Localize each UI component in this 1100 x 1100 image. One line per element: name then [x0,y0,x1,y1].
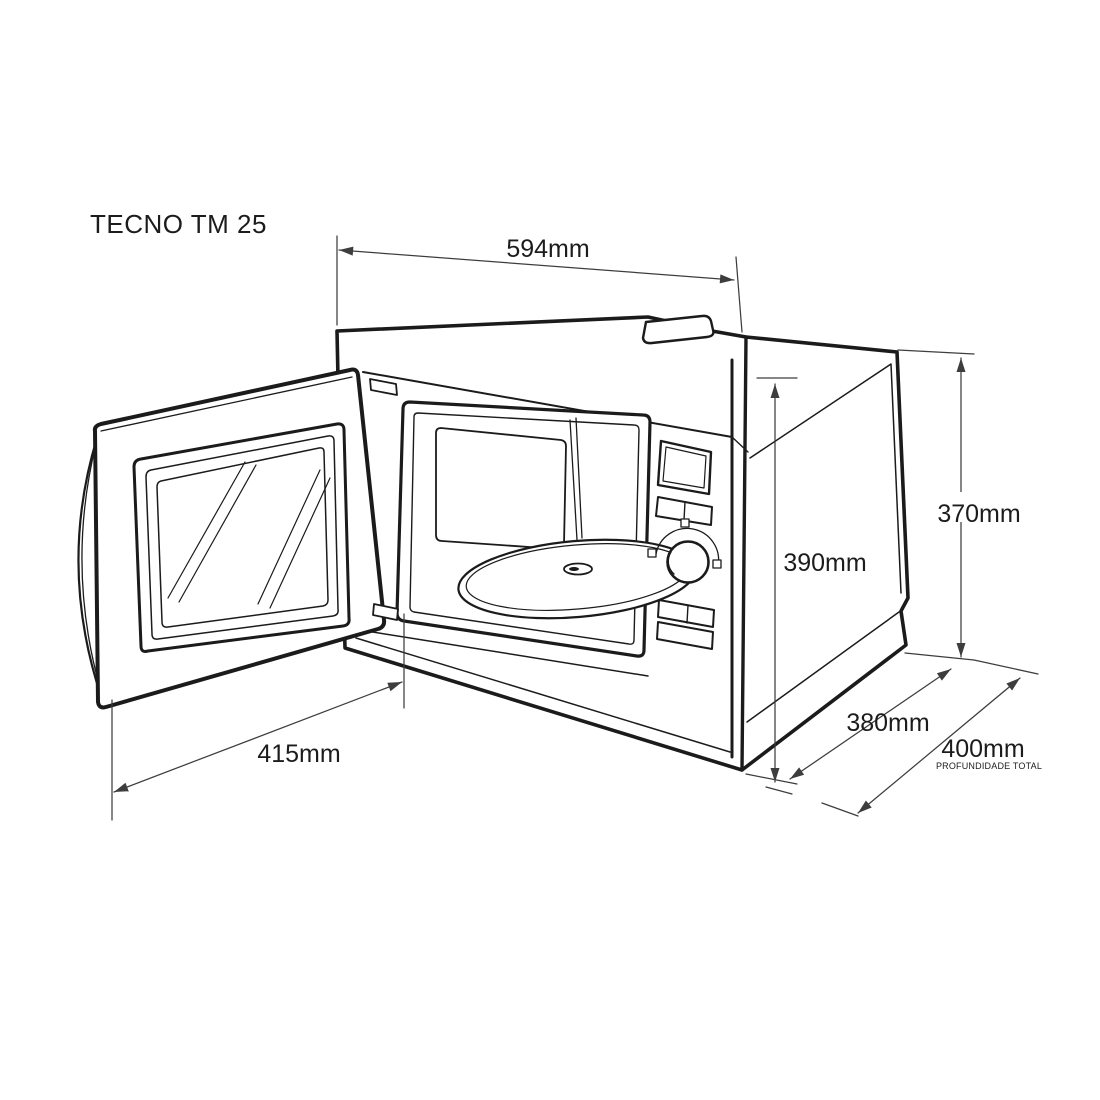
knob-mark-top [680,518,690,528]
opening-top-edge [362,371,733,438]
dim-400-arrow-right [1006,678,1020,691]
control-panel [647,439,722,650]
dim-370-ext-top [897,349,975,355]
dim-380-arrow-left [790,767,805,779]
dim-400-arrow-left [858,800,872,813]
dim-594-line [338,249,735,281]
dimension-label-415: 415mm [257,740,340,768]
dim-400-line [857,677,1021,814]
cavity-back-edge [569,419,578,541]
dimension-label-400: 400mm [941,735,1024,763]
door-window-frame [132,422,351,653]
frame-sill-line-2 [359,629,649,677]
dim-400-ext-bottom [821,802,859,817]
side-panel-inset [749,363,902,594]
cavity-opening-inner [409,412,640,645]
dimension-label-380: 380mm [846,709,929,737]
dim-390-arrow-top [770,384,780,398]
cavity [395,400,697,658]
microwave-door [77,367,399,710]
door-hinge-top [369,378,398,396]
dim-390-ext-bottom [745,773,798,785]
button-row-3 [656,621,714,650]
label-370-backdrop [932,492,1026,522]
dim-594-arrow-right [719,274,734,284]
dim-594-arrow-left [339,246,354,256]
dimension-label-594: 594mm [506,235,589,263]
dim-400-ext-top [973,659,1039,675]
door-edge-arc [77,436,103,698]
dimension-400 [821,659,1039,817]
frame-right-edge [740,335,748,772]
button-row-1-divider [683,501,686,521]
turntable-hub-notch [569,567,579,571]
dimension-380 [765,668,952,795]
frame-sill-line [355,637,731,753]
door-window-glass [156,447,329,628]
side-panel-bottom-edge [746,611,900,723]
dim-370-arrow-top [956,358,966,372]
dimension-415 [111,613,405,821]
door-hinge-bottom [372,603,399,621]
dim-370-arrow-bottom [956,643,966,657]
knob-mark-left [647,548,657,558]
opening-corner-line [731,436,749,453]
dimension-label-370: 370mm [937,500,1020,528]
dim-415-line [113,681,403,793]
display-inner [662,446,707,489]
dim-370-ext-bottom [904,652,975,661]
knob-bevel [667,551,675,575]
dim-380-arrow-right [936,669,951,681]
knob-mark-right [712,559,722,569]
button-row-2 [657,599,715,628]
dim-390-arrow-bottom [770,768,780,782]
door-top-bevel [100,376,353,432]
dim-380-ext-bottom [765,786,793,795]
dimension-594 [336,235,743,333]
knob [666,540,710,584]
cavity-back-edge-2 [575,417,583,539]
dimension-label-390: 390mm [783,549,866,577]
button-row-2-divider [686,604,689,624]
page-title: TECNO TM 25 [90,209,267,239]
top-vent [641,314,715,345]
dim-380-line [789,668,952,780]
door-window-mid [145,435,339,640]
glass-reflection-lines [167,461,331,609]
dim-415-arrow-left [114,782,129,792]
dimension-label-400-note: PROFUNDIDADE TOTAL [936,761,1042,771]
door-edge-arc-inner [81,443,101,689]
dim-415-arrow-right [387,682,402,692]
knob-dial-arc [655,527,720,567]
dim-594-ext-right [735,256,743,333]
dimension-390 [745,377,798,785]
turntable [457,538,697,620]
